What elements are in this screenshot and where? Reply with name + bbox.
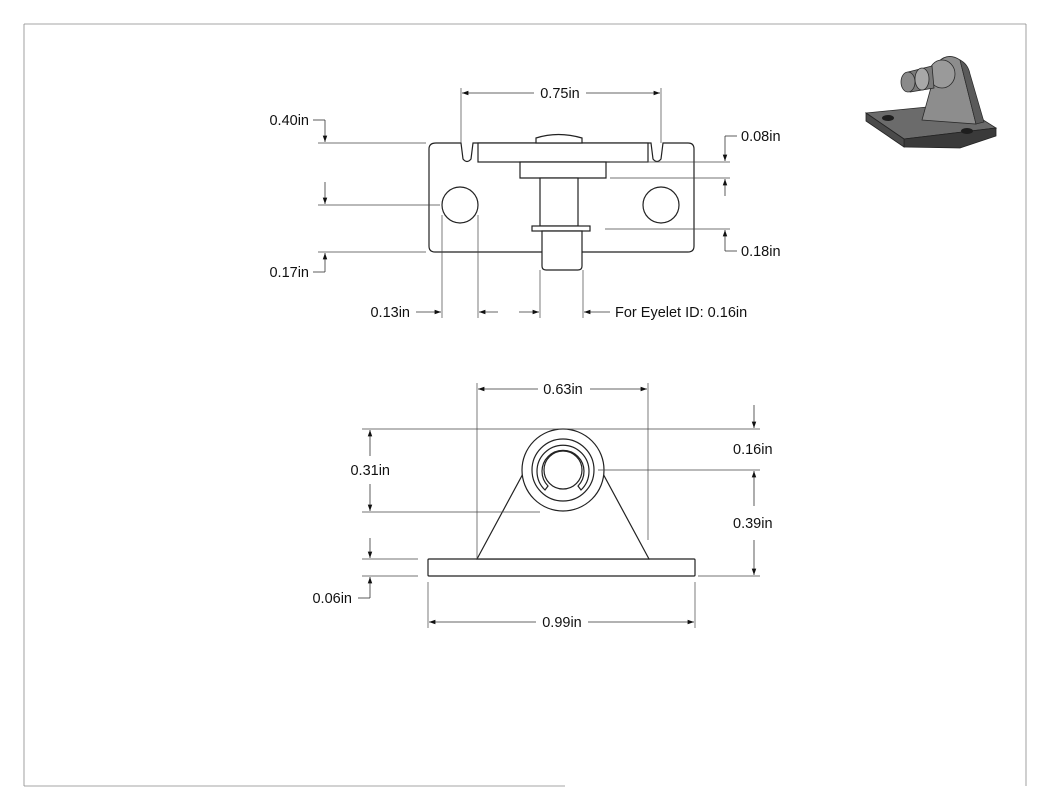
top-view-stud-neck bbox=[519, 161, 607, 179]
dim-top-notch: 0.08in bbox=[741, 129, 781, 145]
dim-top-bottom: 0.17in bbox=[269, 265, 309, 281]
iso-hole-left bbox=[882, 115, 894, 121]
dim-front-top: 0.16in bbox=[733, 442, 773, 458]
top-view-stud-flange bbox=[531, 225, 591, 232]
iso-stud-tip bbox=[900, 71, 916, 93]
top-view-dimensions bbox=[313, 88, 737, 318]
iso-stud-ring bbox=[914, 67, 930, 91]
front-view-clip bbox=[536, 444, 590, 491]
isometric-preview bbox=[864, 56, 998, 149]
top-view-hole-right bbox=[642, 186, 680, 224]
dim-eyelet: For Eyelet ID: 0.16in bbox=[615, 305, 747, 321]
dim-front-total: 0.99in bbox=[542, 615, 582, 631]
top-view-hole-left bbox=[441, 186, 479, 224]
top-view-stud-head bbox=[535, 133, 583, 144]
iso-base-side bbox=[865, 112, 905, 148]
iso-hole-right bbox=[961, 128, 973, 134]
dim-front-center: 0.39in bbox=[733, 516, 773, 532]
front-view bbox=[427, 428, 696, 577]
dim-front-height: 0.31in bbox=[350, 463, 390, 479]
dimension-labels: 0.75in 0.40in 0.08in 0.18in 0.17in 0.13i… bbox=[269, 86, 780, 631]
top-view-bracket bbox=[477, 142, 649, 163]
sheet-border bbox=[23, 23, 1027, 787]
iso-upright-edge bbox=[959, 59, 985, 125]
dim-top-width: 0.75in bbox=[540, 86, 580, 102]
top-view-stud-tip bbox=[541, 230, 583, 271]
top-view-stud-shaft bbox=[539, 177, 579, 227]
dim-top-edge: 0.13in bbox=[370, 305, 410, 321]
dim-top-height: 0.40in bbox=[269, 113, 309, 129]
dim-front-width: 0.63in bbox=[543, 382, 583, 398]
dim-front-base: 0.06in bbox=[312, 591, 352, 607]
front-view-dimensions bbox=[358, 383, 760, 628]
front-view-bore bbox=[543, 450, 583, 490]
dim-top-offset: 0.18in bbox=[741, 244, 781, 260]
front-view-base bbox=[427, 558, 696, 577]
top-view bbox=[428, 133, 695, 271]
